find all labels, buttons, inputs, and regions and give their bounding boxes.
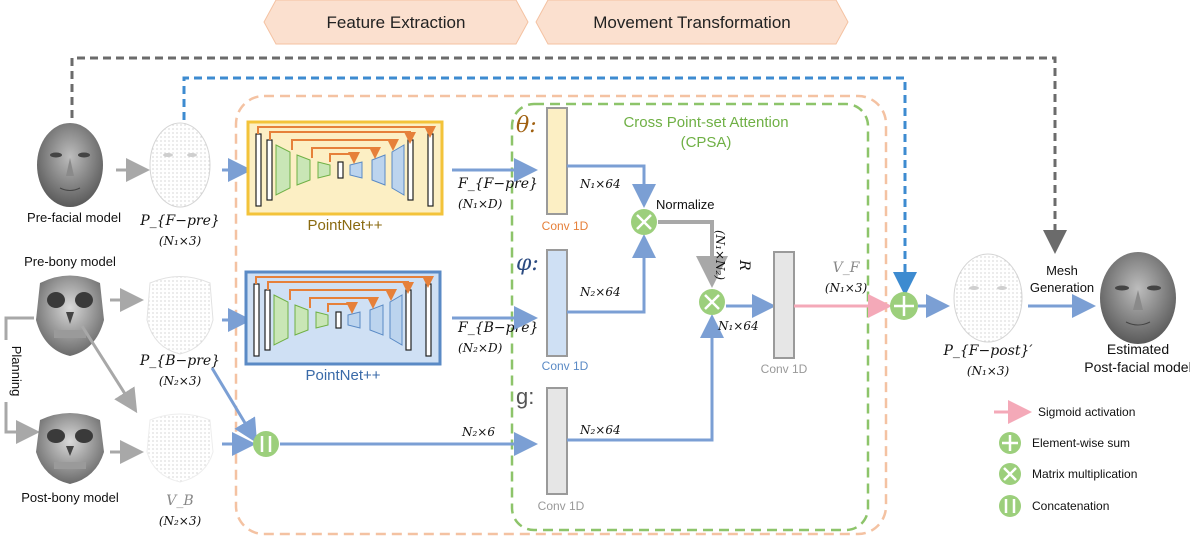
header-movement-transformation: Movement Transformation <box>535 0 849 45</box>
conv-out-block <box>773 251 795 359</box>
v-b-label: V_B <box>166 493 193 509</box>
conv-phi-label: Conv 1D <box>542 359 589 373</box>
p-b-pre-label: P_{B−pre} <box>139 353 220 369</box>
post-bony-model-image <box>36 413 104 484</box>
pre-bony-model-label: Pre-bony model <box>24 254 116 269</box>
mesh-generation-line1: Mesh <box>1046 263 1078 278</box>
conv-out-label: Conv 1D <box>761 362 808 376</box>
v-b-point-cloud <box>146 413 214 483</box>
pointnet-bottom-block <box>244 270 442 366</box>
p-b-pre-dim: (N₂×3) <box>159 374 202 388</box>
pointnet-bottom-label: PointNet++ <box>305 367 380 384</box>
mesh-generation-line2: Generation <box>1030 280 1094 295</box>
f-b-pre-label: F_{B−pre} <box>457 320 539 336</box>
legend-sum-icon <box>999 432 1021 454</box>
estimated-label-line2: Post-facial model <box>1084 359 1190 375</box>
legend-concat-icon <box>999 495 1021 517</box>
legend-sum-label: Element-wise sum <box>1032 436 1130 450</box>
f-b-pre-dim: (N₂×D) <box>458 341 503 355</box>
f-f-pre-label: F_{F−pre} <box>457 176 538 192</box>
post-bony-model-label: Post-bony model <box>21 490 119 505</box>
g-label: g: <box>516 384 534 409</box>
n1x64-a-label: N₁×64 <box>579 177 621 191</box>
n2x64-b-label: N₂×64 <box>579 423 621 437</box>
planning-label: Planning <box>9 346 24 397</box>
conv-g-label: Conv 1D <box>538 499 585 513</box>
conv-theta-block <box>546 107 568 215</box>
pointnet-top-label: PointNet++ <box>307 217 382 234</box>
arrow-g-to-matmul <box>567 314 724 442</box>
estimated-post-facial-image <box>1100 252 1176 344</box>
legend-matmul-icon <box>999 463 1021 485</box>
conv-phi-block <box>546 249 568 357</box>
pointnet-top-block <box>246 120 444 216</box>
v-f-label: V_F <box>833 260 861 276</box>
feature-extraction-label: Feature Extraction <box>327 13 466 32</box>
p-f-pre-dim: (N₁×3) <box>159 234 202 248</box>
p-f-post-dim: (N₁×3) <box>967 364 1010 378</box>
matmul-node-bottom <box>699 289 725 315</box>
cpsa-title-line2: (CPSA) <box>681 134 732 151</box>
estimated-label-line1: Estimated <box>1107 341 1169 357</box>
n2x64-a-label: N₂×64 <box>579 285 621 299</box>
n2x6-label: N₂×6 <box>461 425 495 439</box>
phi-label: φ: <box>516 251 539 276</box>
theta-label: θ: <box>516 113 537 138</box>
p-b-pre-point-cloud <box>146 276 214 355</box>
p-f-post-label: P_{F−post}′ <box>942 343 1033 359</box>
legend: Sigmoid activation Element-wise sum Matr… <box>994 400 1137 517</box>
legend-concat-label: Concatenation <box>1032 499 1109 513</box>
concatenation-node <box>253 431 279 457</box>
legend-sigmoid-label: Sigmoid activation <box>1038 405 1135 419</box>
r-label: R <box>736 259 752 271</box>
p-f-pre-point-cloud <box>149 122 211 208</box>
normalize-label: Normalize <box>656 197 715 212</box>
p-f-pre-label: P_{F−pre} <box>139 213 220 229</box>
legend-matmul-label: Matrix multiplication <box>1032 467 1137 481</box>
cpsa-title-line1: Cross Point-set Attention <box>623 114 788 131</box>
arrow-phi-to-matmul <box>567 234 656 314</box>
pre-facial-model-image <box>37 123 103 207</box>
f-f-pre-dim: (N₁×D) <box>458 197 503 211</box>
sum-node <box>890 292 918 320</box>
arrow-theta-to-matmul <box>567 164 656 208</box>
arrow-prebony-to-vb <box>80 325 138 414</box>
conv-theta-label: Conv 1D <box>542 219 589 233</box>
dashed-gray-skip-line <box>70 56 1067 254</box>
pre-facial-model-label: Pre-facial model <box>27 210 121 225</box>
matmul-node-top <box>631 209 657 235</box>
conv-g-block <box>546 387 568 495</box>
dashed-blue-skip-line <box>182 76 917 296</box>
n1x64-b-label: N₁×64 <box>717 319 759 333</box>
v-b-dim: (N₂×3) <box>159 514 202 528</box>
r-dim-label: (N₁×N₂) <box>713 230 727 280</box>
arrow-r-to-matmul <box>658 220 728 288</box>
movement-transformation-label: Movement Transformation <box>593 13 790 32</box>
v-f-dim: (N₁×3) <box>825 281 868 295</box>
header-feature-extraction: Feature Extraction <box>263 0 529 45</box>
arrow-pbpre-to-concat <box>210 367 258 444</box>
p-f-post-point-cloud <box>953 253 1023 343</box>
